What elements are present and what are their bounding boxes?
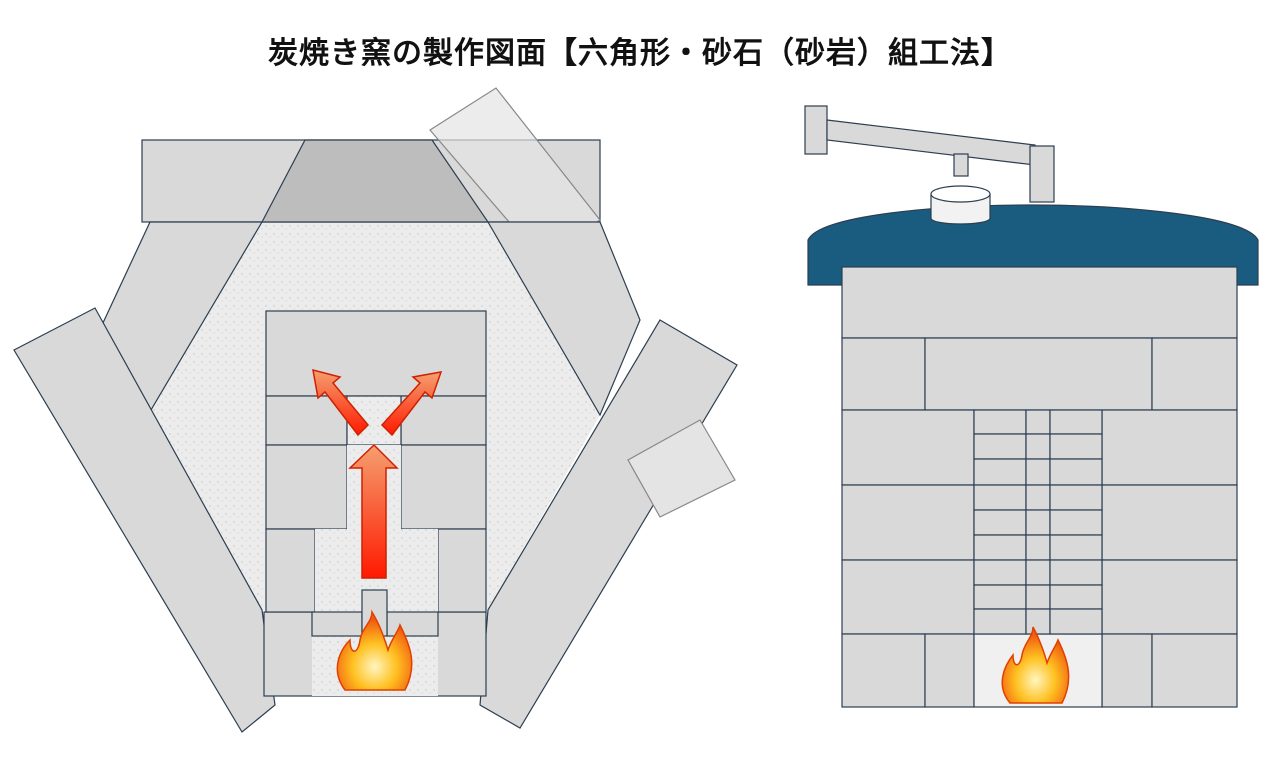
arrow-left-up-icon — [312, 368, 370, 437]
upper-right-block — [486, 221, 641, 417]
chimney-arm — [826, 119, 1036, 166]
plan-view — [13, 87, 738, 733]
flue-bricks — [973, 409, 1103, 635]
chimney-stub — [953, 153, 969, 177]
outer-right-block — [479, 319, 738, 729]
tilted-slab-right — [627, 419, 736, 518]
airflow-arrows — [312, 368, 443, 579]
flame-icon-left — [336, 609, 413, 691]
elevation-view — [804, 105, 1259, 708]
center-top-block — [265, 310, 487, 397]
chimney-post — [1029, 145, 1055, 203]
flame-icon-right — [1001, 626, 1070, 704]
chimney-base-post — [804, 105, 828, 155]
diagram-title: 炭焼き窯の製作図面【六角形・砂石（砂岩）組工法】 — [268, 36, 1012, 71]
dome-roof — [807, 204, 1259, 286]
arrow-right-up-icon — [380, 371, 443, 437]
tilted-slab-top — [429, 87, 601, 259]
arrow-up-icon — [348, 443, 399, 579]
